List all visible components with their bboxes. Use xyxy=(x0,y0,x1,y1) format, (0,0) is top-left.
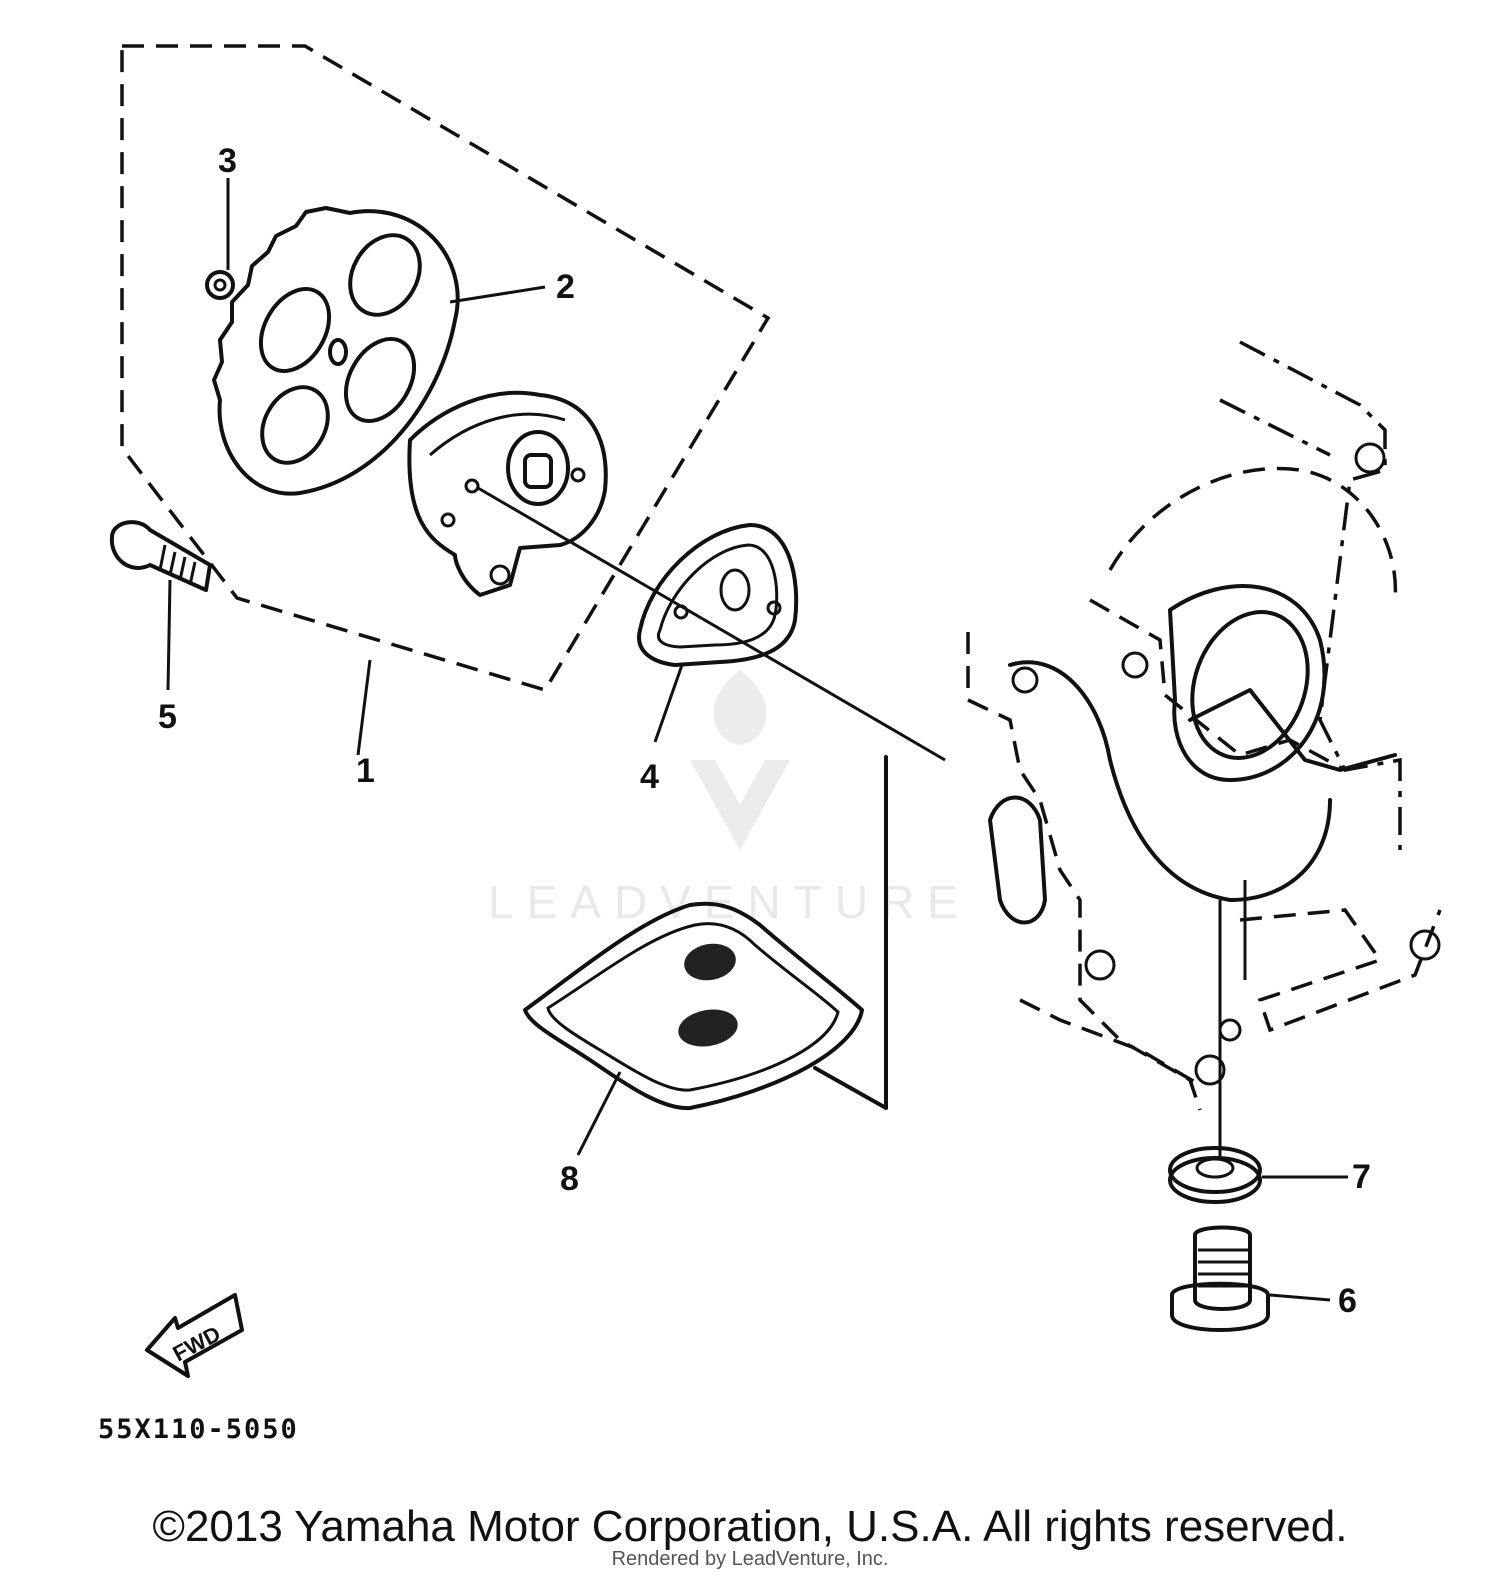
oil-pump-assembly-outline xyxy=(120,44,771,693)
pump-driven-gear xyxy=(212,206,460,496)
diagram-code: 55X110-5050 xyxy=(98,1414,299,1445)
circlip xyxy=(205,178,235,300)
alignment-line xyxy=(477,486,946,762)
callout-7: 7 xyxy=(1352,1158,1371,1196)
callout-5: 5 xyxy=(158,698,177,736)
watermark-text: LEADVENTURE xyxy=(488,876,971,928)
rendered-by-credit: Rendered by LeadVenture, Inc. xyxy=(611,1548,889,1570)
forward-direction-arrow: FWD xyxy=(145,1293,244,1378)
callout-3: 3 xyxy=(218,142,237,180)
callout-6: 6 xyxy=(1338,1282,1357,1320)
callout-2: 2 xyxy=(556,268,575,306)
drain-plug-washer xyxy=(1168,1146,1348,1204)
pump-bolt xyxy=(109,520,212,691)
strainer-bracket xyxy=(813,755,888,1110)
oil-strainer xyxy=(523,901,864,1111)
leadventure-watermark: LEADVENTURE xyxy=(488,670,971,928)
pump-gasket xyxy=(637,523,799,667)
callout-1: 1 xyxy=(356,752,375,790)
copyright-notice: ©2013 Yamaha Motor Corporation, U.S.A. A… xyxy=(152,1502,1348,1551)
callout-8: 8 xyxy=(560,1160,579,1198)
oil-pump-body xyxy=(407,390,608,597)
callout-4: 4 xyxy=(640,758,659,796)
drain-plug xyxy=(1170,1225,1331,1332)
crankcase-phantom xyxy=(966,340,1442,1160)
leader-lines xyxy=(356,285,684,1156)
